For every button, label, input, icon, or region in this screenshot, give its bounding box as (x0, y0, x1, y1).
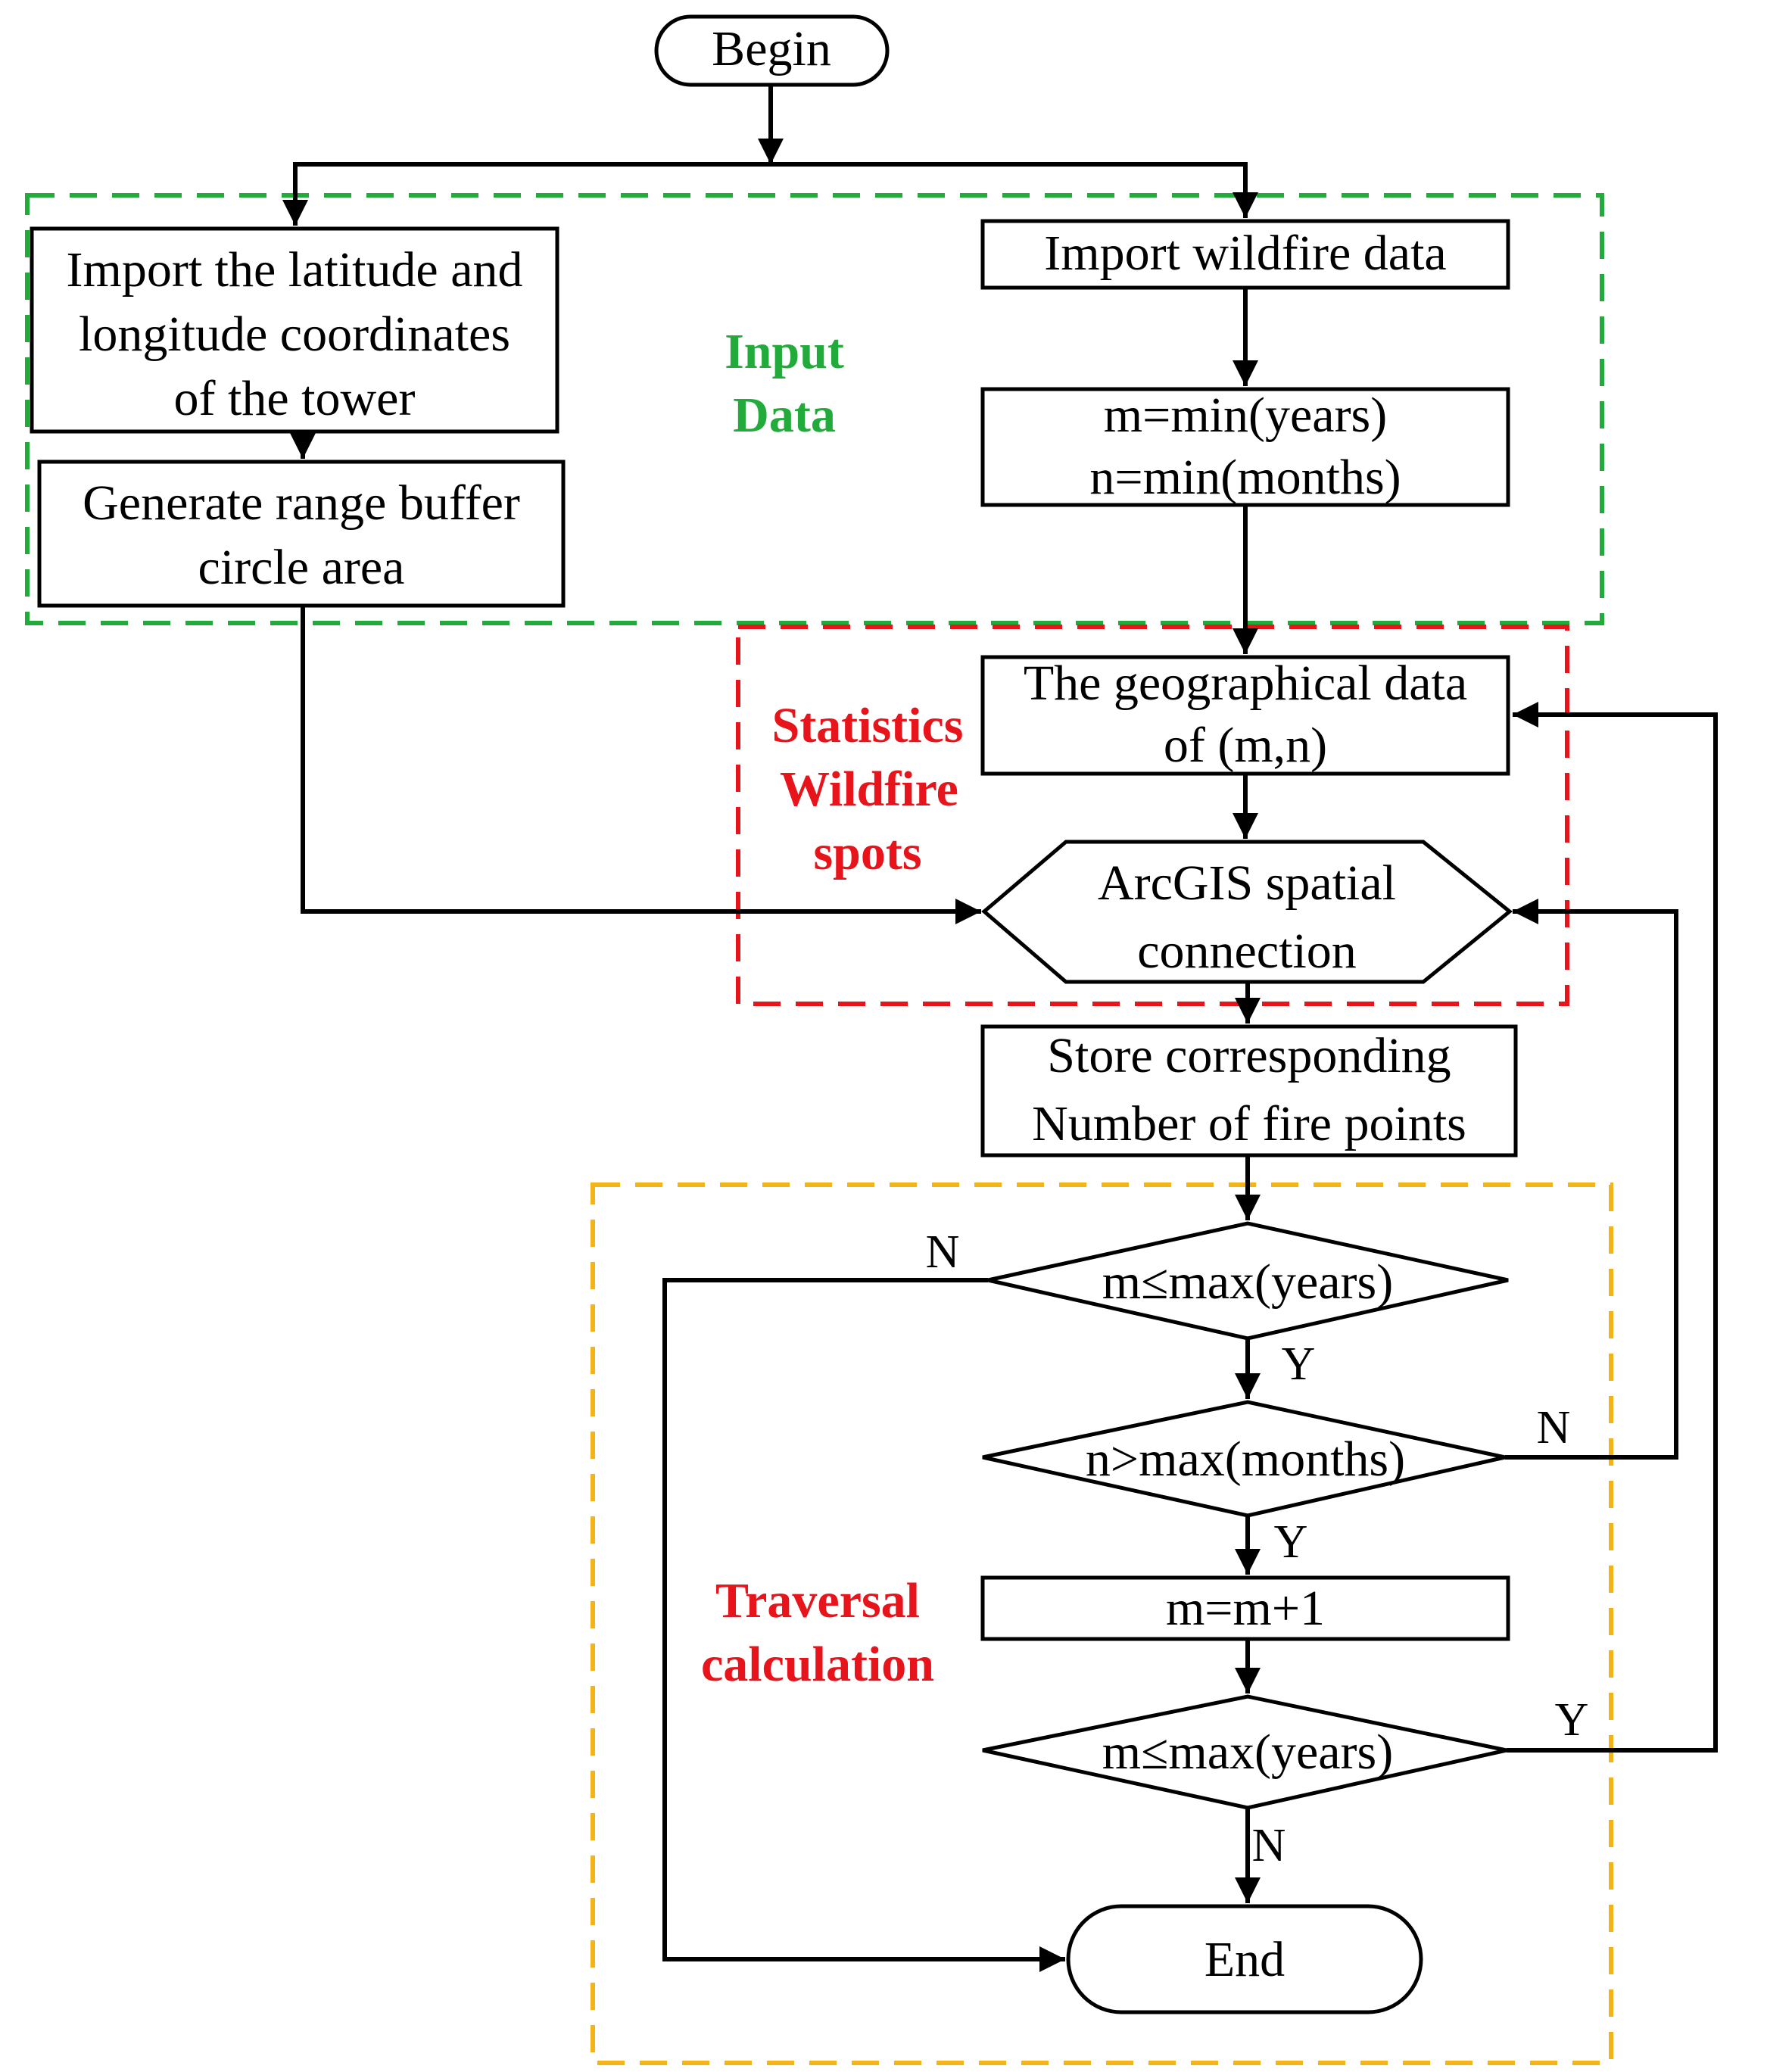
node-arcgis: ArcGIS spatial connection (981, 840, 1513, 984)
node-store-line-1: Store corresponding (1047, 1028, 1451, 1083)
edge-label-dec-n-yes: Y (1274, 1516, 1308, 1568)
node-geo-line-1: The geographical data (1024, 656, 1467, 711)
node-increment-label: m=m+1 (1166, 1581, 1325, 1636)
node-import-tower: Import the latitude and longitude coordi… (30, 226, 559, 434)
node-geo-line-2: of (m,n) (1164, 718, 1327, 773)
node-buffer-line-1: Generate range buffer (83, 475, 520, 531)
node-import-wildfire-label: Import wildfire data (1044, 226, 1446, 281)
node-buffer: Generate range buffer circle area (37, 460, 566, 608)
node-import-tower-line-1: Import the latitude and (67, 242, 523, 298)
edge-dec-m2-yes-to-geo (1507, 702, 1718, 1753)
region-traversal-label-line-2: calculation (701, 1637, 934, 1692)
node-arcgis-line-1: ArcGIS spatial (1098, 855, 1396, 911)
node-import-wildfire: Import wildfire data (980, 219, 1510, 290)
decision-m-max-years-2: m≤max(years) (982, 1694, 1507, 1810)
node-end-label: End (1204, 1932, 1285, 1987)
node-import-tower-line-3: of the tower (174, 371, 416, 426)
traversal-region (591, 1182, 1613, 2065)
node-store-line-2: Number of fire points (1032, 1096, 1466, 1151)
decision-n-max-months: n>max(months) (982, 1400, 1506, 1518)
node-increment: m=m+1 (980, 1575, 1510, 1641)
edge-dec-m1-no-to-end (662, 1278, 1065, 1972)
edge-buffer-to-arcgis (301, 606, 981, 924)
edge-label-dec-m2-no: N (1252, 1820, 1286, 1871)
node-geo: The geographical data of (m,n) (980, 655, 1510, 776)
node-store: Store corresponding Number of fire point… (980, 1024, 1518, 1158)
edge-label-dec-m1-yes: Y (1282, 1338, 1316, 1390)
node-begin-label: Begin (712, 21, 831, 76)
statistics-region (736, 625, 1569, 1006)
edge-begin-to-import-wildfire (771, 162, 1258, 218)
region-statistics-label-line-3: spots (813, 825, 921, 880)
edge-label-dec-n-no: N (1537, 1402, 1571, 1454)
decision-m-max-years-1: m≤max(years) (987, 1221, 1509, 1341)
region-statistics-label-line-2: Wildfire (780, 762, 958, 817)
edge-dec-n-no-to-arcgis (1505, 899, 1678, 1460)
node-init-line-2: n=min(months) (1089, 450, 1401, 505)
node-end: End (1066, 1904, 1423, 2014)
node-init: m=min(years) n=min(months) (980, 387, 1510, 507)
input-data-region (25, 193, 1604, 625)
node-arcgis-line-2: connection (1137, 924, 1357, 979)
node-init-line-1: m=min(years) (1104, 388, 1387, 443)
region-input-label-line-1: Input (725, 324, 844, 379)
decision-m-max-years-1-label: m≤max(years) (1102, 1254, 1393, 1310)
node-begin: Begin (654, 14, 890, 87)
node-import-tower-line-2: longitude coordinates (79, 307, 510, 362)
edges (282, 85, 1718, 1972)
decision-m-max-years-2-label: m≤max(years) (1102, 1725, 1393, 1780)
edge-label-dec-m1-no: N (926, 1226, 960, 1278)
region-traversal-label-line-1: Traversal (715, 1573, 920, 1628)
region-input-label-line-2: Data (733, 388, 836, 443)
region-statistics-label-line-1: Statistics (772, 698, 964, 753)
edge-label-dec-m2-yes: Y (1555, 1694, 1589, 1746)
edge-begin-to-import-tower (282, 162, 771, 226)
node-buffer-line-2: circle area (198, 540, 405, 595)
decision-n-max-months-label: n>max(months) (1086, 1432, 1405, 1487)
